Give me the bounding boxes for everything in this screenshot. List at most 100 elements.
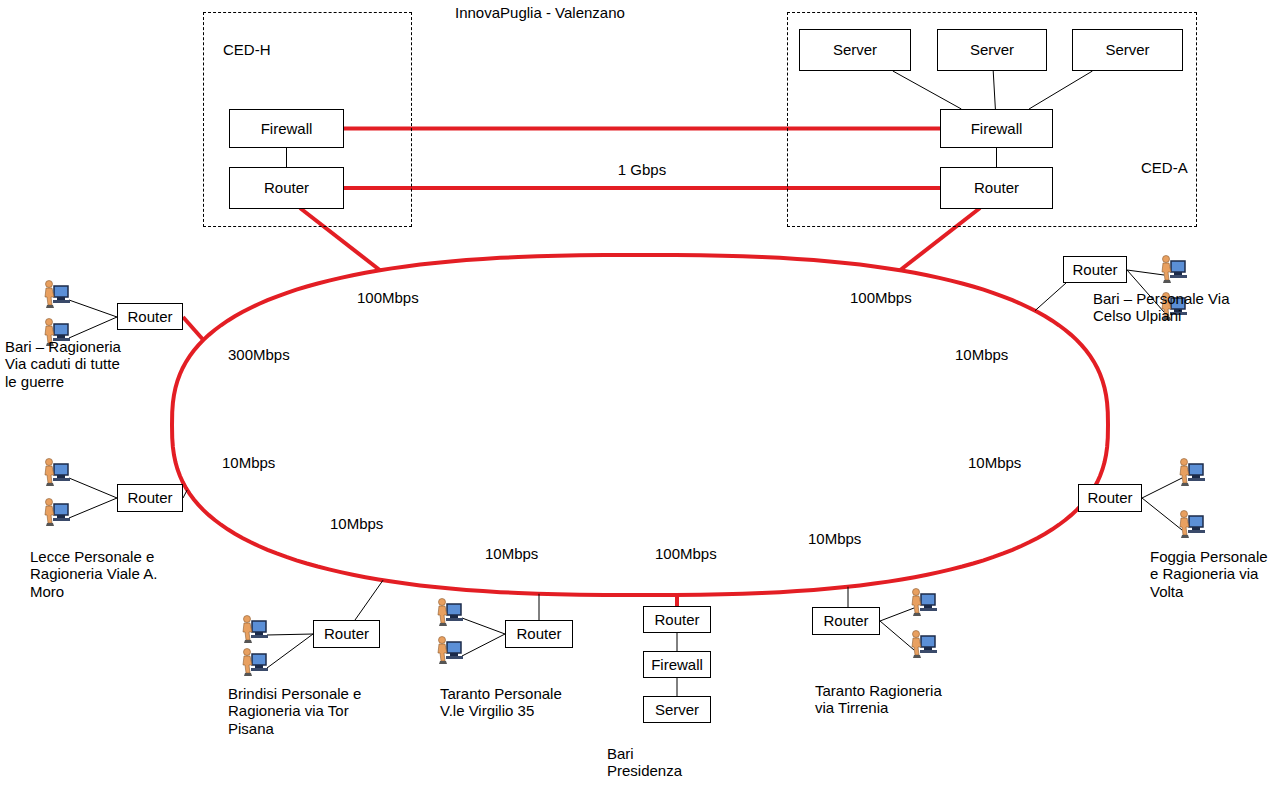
device-link — [677, 678, 678, 696]
device-box: Server — [643, 696, 711, 723]
site-label: Bari – Personale Via Celso Ulpiani — [1093, 290, 1241, 325]
site-label: Brindisi Personale e Ragioneria via Tor … — [228, 685, 364, 737]
device-link — [286, 148, 287, 167]
device-box: Firewall — [940, 109, 1053, 148]
user-workstation — [912, 589, 937, 617]
user-workstation — [243, 616, 268, 644]
user-wire — [267, 634, 313, 668]
user-wire — [1142, 498, 1182, 530]
bandwidth-label: 100Mbps — [655, 545, 717, 562]
device-box: Server — [937, 29, 1047, 71]
device-box: Router — [1063, 256, 1127, 283]
user-wire — [267, 634, 313, 635]
site-label: Bari – Ragioneria Via caduti di tutte le… — [5, 338, 133, 390]
device-label: Firewall — [261, 120, 313, 137]
bandwidth-label: 10Mbps — [485, 545, 538, 562]
access-link — [183, 490, 187, 498]
device-link — [677, 633, 678, 651]
access-link — [675, 595, 679, 606]
user-wire — [69, 498, 117, 518]
device-box: Router — [117, 484, 183, 512]
user-wire — [462, 618, 505, 634]
device-label: Firewall — [651, 656, 703, 673]
access-link — [848, 587, 849, 607]
site-label: Lecce Personale e Ragioneria Viale A. Mo… — [30, 548, 158, 600]
device-label: Router — [823, 612, 868, 629]
user-workstation — [45, 499, 70, 527]
device-label: Server — [1105, 41, 1149, 58]
ring-network — [172, 255, 1108, 595]
device-link — [893, 71, 961, 109]
user-workstation — [45, 459, 70, 487]
backbone-link — [344, 127, 940, 131]
device-label: Server — [833, 41, 877, 58]
user-wire — [1142, 478, 1182, 498]
device-box: Firewall — [643, 651, 711, 678]
user-workstation — [1180, 459, 1205, 487]
user-workstation — [438, 599, 463, 627]
device-box: Router — [812, 607, 880, 635]
device-box: Server — [799, 29, 911, 71]
device-label: Server — [655, 701, 699, 718]
device-label: Firewall — [971, 120, 1023, 137]
site-label: Foggia Personale e Ragioneria via Volta — [1150, 548, 1274, 600]
device-label: Server — [970, 41, 1014, 58]
bandwidth-label: 10Mbps — [968, 454, 1021, 471]
device-box: Server — [1072, 29, 1183, 71]
bandwidth-label: 10Mbps — [808, 530, 861, 547]
data-center-group: CED-H FirewallRouter — [203, 12, 412, 227]
user-workstation — [1180, 511, 1205, 539]
user-wire — [462, 634, 505, 656]
user-workstation — [243, 649, 268, 677]
device-label: Router — [1072, 261, 1117, 278]
device-box: Router — [643, 606, 711, 633]
device-box: Firewall — [229, 109, 344, 148]
backbone-link — [344, 186, 940, 190]
device-box: Router — [229, 167, 344, 209]
bandwidth-label: 10Mbps — [222, 454, 275, 471]
device-box: Router — [505, 620, 573, 648]
device-label: Router — [654, 611, 699, 628]
group-title: CED-A — [1141, 159, 1188, 176]
link-speed-label: 1 Gbps — [616, 161, 668, 178]
device-box: Router — [313, 620, 380, 648]
user-workstation — [438, 637, 463, 665]
bandwidth-label: 100Mbps — [850, 289, 912, 306]
site-label: Bari Presidenza — [607, 745, 692, 780]
user-wire — [880, 621, 914, 650]
device-link — [1029, 71, 1092, 109]
user-wire — [69, 317, 117, 338]
device-box: Router — [117, 303, 183, 330]
device-box: Router — [1078, 484, 1142, 512]
device-label: Router — [264, 179, 309, 196]
device-link — [993, 71, 995, 109]
access-link — [539, 594, 540, 620]
user-wire — [880, 608, 914, 621]
bandwidth-label: 100Mbps — [357, 289, 419, 306]
access-link — [183, 317, 203, 340]
device-label: Router — [974, 179, 1019, 196]
user-workstation — [45, 281, 70, 309]
device-link — [996, 148, 997, 167]
device-label: Router — [127, 308, 172, 325]
user-wire — [69, 300, 117, 317]
device-label: Router — [324, 625, 369, 642]
device-label: Router — [1087, 489, 1132, 506]
bandwidth-label: 300Mbps — [228, 346, 290, 363]
user-wire — [69, 478, 117, 498]
user-workstation — [912, 631, 937, 659]
access-link — [900, 208, 980, 270]
group-title: CED-H — [223, 41, 271, 58]
user-wire — [1127, 270, 1164, 275]
bandwidth-label: 10Mbps — [955, 346, 1008, 363]
access-link — [1035, 283, 1066, 311]
device-box: Router — [940, 167, 1053, 209]
bandwidth-label: 10Mbps — [330, 515, 383, 532]
user-workstation — [1162, 256, 1187, 284]
site-label: Taranto Personale V.le Virgilio 35 — [440, 685, 576, 720]
access-link — [300, 208, 380, 270]
device-label: Router — [516, 625, 561, 642]
